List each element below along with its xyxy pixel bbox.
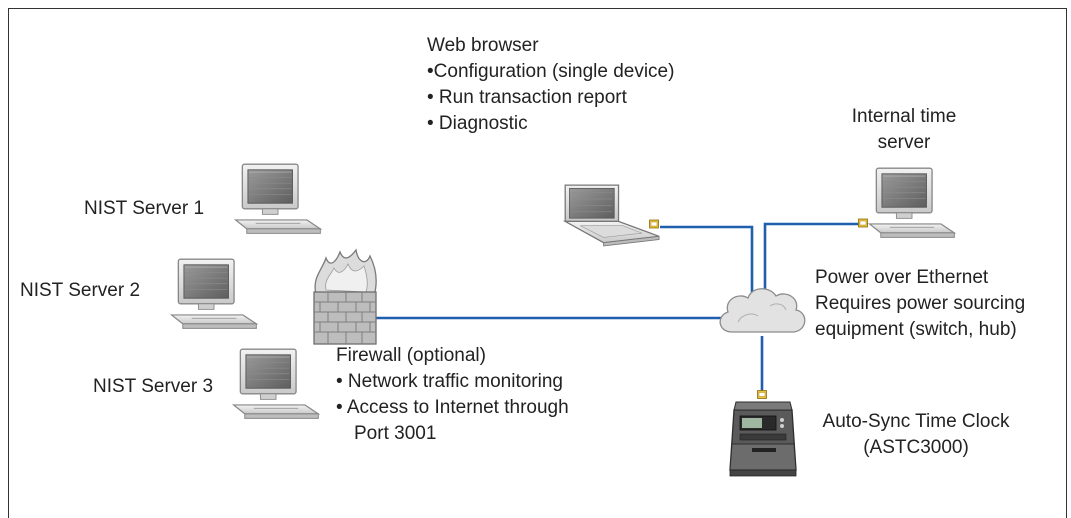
firewall-item-monitoring: • Network traffic monitoring <box>336 371 563 392</box>
web-browser-label-block: Web browser •Configuration (single devic… <box>427 33 674 137</box>
cloud-icon <box>719 288 806 333</box>
firewall-label-block: Firewall (optional) • Network traffic mo… <box>336 343 569 447</box>
network-links <box>372 222 868 392</box>
firewall-item-port: Port 3001 <box>354 423 437 444</box>
desktop-computer-icon <box>170 258 258 330</box>
link-laptop-to-cloud <box>660 225 754 292</box>
web-browser-item-transaction-report: • Run transaction report <box>427 87 627 108</box>
time-clock-label-block: Auto-Sync Time Clock (ASTC3000) <box>806 409 1026 461</box>
firewall-item-internet-access: • Access to Internet through <box>336 397 569 418</box>
diagram-frame <box>8 8 1067 518</box>
internal-time-server-line1: Internal time <box>851 106 957 127</box>
laptop-icon <box>564 184 660 247</box>
poe-line3: equipment (switch, hub) <box>815 319 1017 340</box>
web-browser-item-configuration: •Configuration (single device) <box>427 61 675 82</box>
internal-time-server-line2: server <box>877 132 931 153</box>
internal-time-server-label: Internal time server <box>832 104 976 156</box>
time-clock-line1: Auto-Sync Time Clock <box>822 411 1010 432</box>
poe-label-block: Power over Ethernet Requires power sourc… <box>815 265 1025 343</box>
time-clock-icon <box>729 401 797 477</box>
network-connector-icon <box>649 219 659 229</box>
nist-server-2-label: NIST Server 2 <box>20 280 141 301</box>
network-connector-icon <box>757 390 767 399</box>
network-connector-icon <box>858 218 868 228</box>
web-browser-title: Web browser <box>427 35 539 56</box>
desktop-computer-icon <box>868 167 956 239</box>
web-browser-item-diagnostic: • Diagnostic <box>427 113 528 134</box>
link-timeserver-to-cloud <box>763 222 868 292</box>
firewall-icon <box>313 248 377 345</box>
desktop-computer-icon <box>234 163 322 235</box>
poe-line2: Requires power sourcing <box>815 293 1026 314</box>
nist-server-3-label: NIST Server 3 <box>93 376 214 397</box>
nist-server-1-label: NIST Server 1 <box>84 198 205 219</box>
time-clock-line2: (ASTC3000) <box>863 437 969 458</box>
poe-line1: Power over Ethernet <box>815 267 989 288</box>
desktop-computer-icon <box>232 348 320 420</box>
firewall-title: Firewall (optional) <box>336 345 486 366</box>
